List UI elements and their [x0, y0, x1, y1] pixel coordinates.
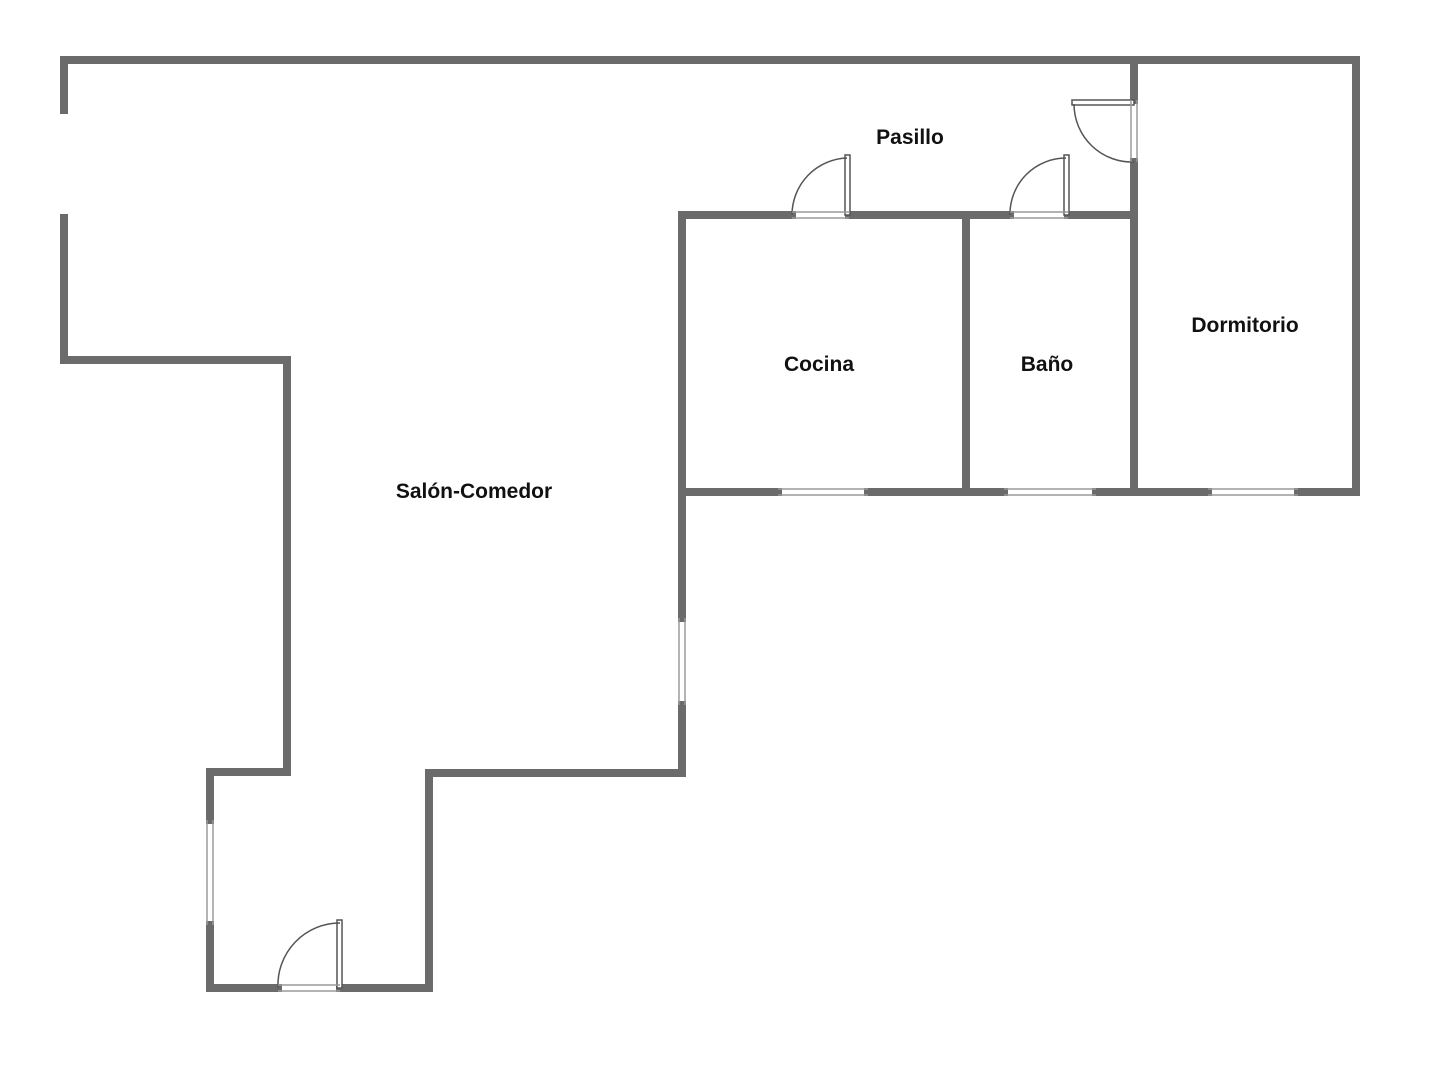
window-salon-west: [206, 820, 214, 925]
doors: [277, 99, 1138, 992]
door-cocina[interactable]: [791, 154, 851, 219]
salon-east-wall: [678, 211, 796, 622]
walls: [60, 56, 1360, 992]
room-labels: Pasillo Cocina Baño Dormitorio Salón-Com…: [396, 126, 1299, 503]
window-bano: [1004, 488, 1096, 496]
window-salon-east: [678, 618, 686, 705]
windows: [206, 488, 1298, 925]
label-salon-comedor: Salón-Comedor: [396, 480, 552, 503]
label-bano: Baño: [1021, 353, 1074, 376]
door-entrance[interactable]: [277, 919, 343, 992]
label-cocina: Cocina: [784, 353, 854, 376]
door-dormitorio[interactable]: [1071, 99, 1138, 163]
door-bano[interactable]: [1009, 154, 1070, 219]
outer-wall-south-west: [60, 214, 291, 824]
window-dormitorio: [1208, 488, 1298, 496]
outer-wall-west: [60, 56, 1360, 496]
outer-wall-entry-west: [206, 921, 282, 992]
window-cocina: [778, 488, 868, 496]
label-pasillo: Pasillo: [876, 126, 944, 149]
outer-wall-entry-east: [336, 701, 686, 992]
label-dormitorio: Dormitorio: [1191, 314, 1298, 337]
